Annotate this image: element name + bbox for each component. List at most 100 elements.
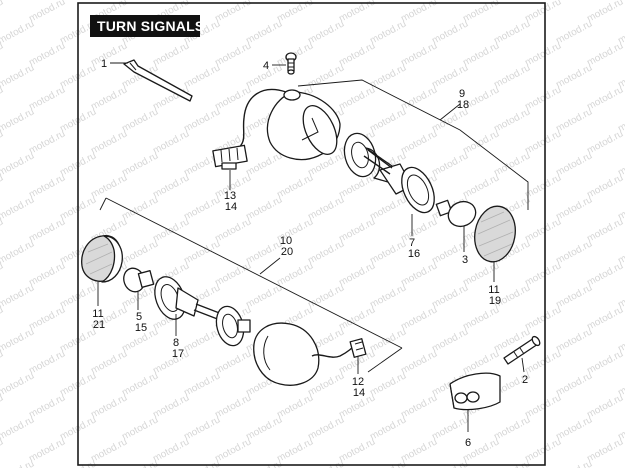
watermark-text: motod.ru <box>27 172 67 200</box>
callout-number: 19 <box>489 295 501 307</box>
part-upper-wire-connector <box>212 88 287 170</box>
callout-number: 4 <box>263 60 269 72</box>
watermark-text: motod.ru <box>585 260 625 288</box>
callout-2: 2 <box>522 374 528 386</box>
watermark-text: motod.ru <box>554 62 594 90</box>
watermark-text: motod.ru <box>27 436 67 464</box>
watermark-text: motod.ru <box>0 106 36 134</box>
callout-number: 17 <box>172 348 184 360</box>
watermark-text: motod.ru <box>27 304 67 332</box>
callout-number: 21 <box>93 319 105 331</box>
watermark-text: motod.ru <box>0 326 36 354</box>
watermark-text: motod.ru <box>27 0 67 25</box>
callout-11-19: 11 19 <box>488 284 501 307</box>
callout-3: 3 <box>462 254 468 266</box>
callout-11-21: 11 21 <box>92 308 105 331</box>
part-lower-socket <box>154 276 223 321</box>
watermark-text: motod.ru <box>0 62 36 90</box>
diagram-frame <box>77 2 546 466</box>
watermark-text: motod.ru <box>554 326 594 354</box>
watermark-text: motod.ru <box>554 18 594 46</box>
part-cable-strap <box>123 59 193 102</box>
callout-6: 6 <box>465 437 471 449</box>
callout-12-14: 12 14 <box>352 376 365 399</box>
callout-5-15: 5 15 <box>135 311 147 334</box>
part-lower-bulb <box>123 267 155 293</box>
callout-number: 12 <box>352 376 364 388</box>
callout-4: 4 <box>263 60 269 72</box>
part-upper-bulb <box>435 199 477 228</box>
watermark-text: motod.ru <box>0 458 36 468</box>
watermark-text: motod.ru <box>27 40 67 68</box>
watermark-text: motod.ru <box>0 282 36 310</box>
watermark-text: motod.ru <box>585 216 625 244</box>
callout-number: 5 <box>136 311 142 323</box>
watermark-text: motod.ru <box>27 128 67 156</box>
watermark-text: motod.ru <box>554 414 594 442</box>
callout-number: 6 <box>465 437 471 449</box>
callout-leaders <box>97 62 529 432</box>
watermark-text: motod.ru <box>0 0 5 25</box>
watermark-text: motod.ru <box>616 0 625 3</box>
watermark-text: motod.ru <box>554 150 594 178</box>
callout-number: 7 <box>409 237 415 249</box>
watermark-text: motod.ru <box>585 304 625 332</box>
watermark-text: motod.ru <box>0 0 36 3</box>
watermark-text: motod.ru <box>0 238 36 266</box>
watermark-text: motod.ru <box>554 106 594 134</box>
watermark-text: motod.ru <box>585 436 625 464</box>
callout-number: 1 <box>101 58 107 70</box>
watermark-text: motod.ru <box>554 282 594 310</box>
watermark-text: motod.ru <box>0 150 36 178</box>
watermark-text: motod.ru <box>554 238 594 266</box>
watermark-text: motod.ru <box>27 216 67 244</box>
callout-13-14: 13 14 <box>224 190 237 213</box>
watermark-text: motod.ru <box>27 348 67 376</box>
callout-10-20: 10 20 <box>280 235 293 258</box>
part-mounting-bolt <box>285 52 297 75</box>
watermark-text: motod.ru <box>585 128 625 156</box>
callout-number: 16 <box>408 248 420 260</box>
part-lower-lens <box>81 234 123 283</box>
watermark-text: motod.ru <box>27 392 67 420</box>
callout-number: 11 <box>92 308 103 320</box>
watermark-text: motod.ru <box>0 370 36 398</box>
callout-number: 9 <box>459 88 465 100</box>
callout-number: 11 <box>488 284 499 296</box>
callout-number: 2 <box>522 374 528 386</box>
part-lower-socket-ring <box>215 305 251 347</box>
watermark-text: motod.ru <box>585 84 625 112</box>
callout-number: 15 <box>135 322 147 334</box>
part-upper-housing <box>266 89 341 161</box>
callout-number: 10 <box>280 235 292 247</box>
callout-number: 20 <box>281 246 293 258</box>
callout-number: 3 <box>462 254 468 266</box>
part-stud-bolt <box>503 335 541 365</box>
watermark-text: motod.ru <box>554 194 594 222</box>
callout-8-17: 8 17 <box>172 337 184 360</box>
watermark-text: motod.ru <box>554 458 594 468</box>
callout-number: 14 <box>225 201 237 213</box>
callout-number: 14 <box>353 387 365 399</box>
callout-9-18: 9 18 <box>457 88 469 111</box>
watermark-text: motod.ru <box>585 348 625 376</box>
watermark-text: motod.ru <box>585 40 625 68</box>
watermark-text: motod.ru <box>27 84 67 112</box>
watermark-text: motod.ru <box>0 414 36 442</box>
callout-7-16: 7 16 <box>408 237 420 260</box>
callout-labels: 1 2 3 4 5 15 6 7 16 8 17 9 18 10 <box>92 58 528 449</box>
part-lower-housing <box>253 322 320 386</box>
title-box <box>90 15 200 37</box>
callout-number: 13 <box>224 190 236 202</box>
watermark-text: motod.ru <box>554 370 594 398</box>
part-upper-socket <box>363 149 435 214</box>
diagram-title: TURN SIGNALS <box>97 18 204 34</box>
callout-number: 18 <box>457 99 469 111</box>
callout-1: 1 <box>101 58 107 70</box>
callout-number: 8 <box>173 337 179 349</box>
watermark-text: motod.ru <box>0 18 36 46</box>
watermark-text: motod.ru <box>585 172 625 200</box>
watermark-text: motod.ru <box>585 0 625 25</box>
watermark-text: motod.ru <box>27 260 67 288</box>
